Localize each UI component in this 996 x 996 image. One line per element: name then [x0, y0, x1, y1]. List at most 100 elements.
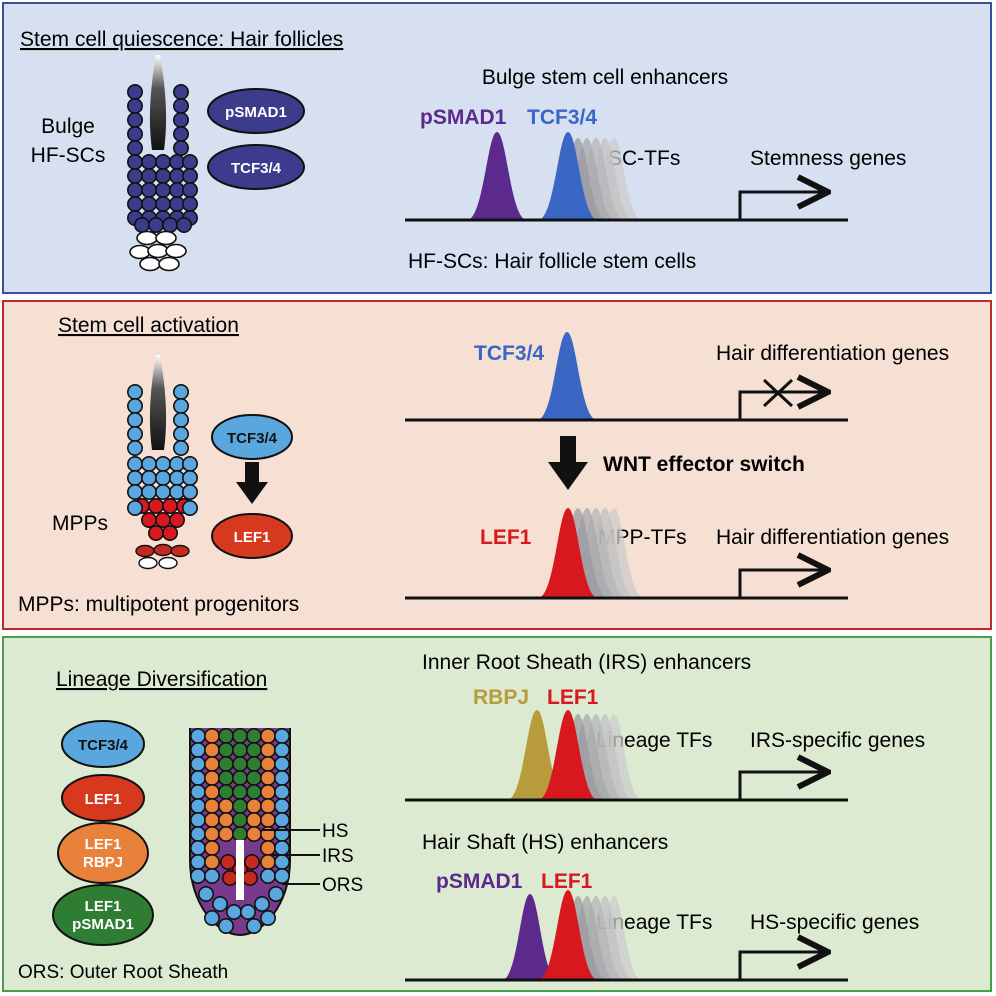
- diversification-title: Lineage Diversification: [56, 668, 267, 691]
- cell: [127, 154, 144, 171]
- peak-tcf34: [537, 332, 597, 420]
- hfsc-label: HF-SCs: [31, 144, 106, 167]
- cell: [204, 769, 221, 786]
- mpp-cell: [148, 524, 165, 541]
- peak-label-tcf34: TCF3/4: [474, 342, 544, 365]
- papilla-cell: [222, 869, 239, 886]
- cell: [246, 783, 263, 800]
- peak-lef1: [538, 710, 598, 800]
- cell: [204, 797, 221, 814]
- cell: [232, 769, 249, 786]
- bulge-cells: [127, 84, 199, 234]
- cell: [246, 769, 263, 786]
- cell: [259, 839, 276, 856]
- cell: [127, 499, 144, 516]
- cell: [141, 182, 158, 199]
- cell: [226, 903, 243, 920]
- hair-shaft-icon: [149, 55, 167, 150]
- panel-diversification: [2, 636, 992, 992]
- cell: [190, 783, 207, 800]
- quiescence-peaks: [467, 132, 642, 220]
- stemness-genes-label: Stemness genes: [750, 147, 906, 170]
- cell: [218, 755, 235, 772]
- wnt-switch-label: WNT effector switch: [603, 453, 805, 476]
- activation-bottom-peaks: [538, 508, 644, 598]
- cell: [218, 811, 235, 828]
- irs-enhancer-title: Inner Root Sheath (IRS) enhancers: [422, 651, 751, 674]
- oval-label: TCF3/4: [231, 160, 282, 177]
- cell: [212, 895, 229, 912]
- hs-lineage-tfs-label: Lineage TFs: [596, 911, 712, 934]
- papilla-cell: [153, 543, 173, 557]
- cell: [232, 825, 249, 842]
- cell: [141, 168, 158, 185]
- cell: [173, 98, 190, 115]
- peak-label-lef1: LEF1: [480, 526, 532, 549]
- peak-tcf34: [538, 132, 598, 220]
- papilla-cell: [244, 853, 261, 870]
- cell: [259, 741, 276, 758]
- ors-footnote: ORS: Outer Root Sheath: [18, 962, 228, 983]
- cell: [155, 196, 172, 213]
- dermal-papilla: [135, 543, 190, 570]
- peak-label-psmad1: pSMAD1: [420, 106, 507, 129]
- cell: [182, 499, 199, 516]
- activation-oval-lef1: LEF1: [211, 513, 293, 559]
- cell: [182, 182, 199, 199]
- cell: [273, 825, 290, 842]
- follicle-activated: [127, 355, 199, 570]
- hair-diff-genes-label: Hair differentiation genes: [716, 342, 949, 365]
- activation-oval-tcf34: TCF3/4: [211, 414, 293, 460]
- cell: [246, 797, 263, 814]
- cell: [127, 483, 144, 500]
- papilla-cell: [135, 544, 155, 558]
- oval-label: TCF3/4: [227, 430, 278, 447]
- cell: [173, 84, 190, 101]
- peak-label-lef1-2: LEF1: [541, 870, 593, 893]
- irs-label: IRS: [322, 846, 354, 867]
- cell: [273, 867, 290, 884]
- oval-label: RBPJ: [83, 854, 123, 871]
- cell: [254, 895, 271, 912]
- cell: [218, 741, 235, 758]
- hair-diff-genes-label-2: Hair differentiation genes: [716, 526, 949, 549]
- cell: [259, 797, 276, 814]
- cell: [127, 112, 144, 129]
- quiescence-oval-tcf34: TCF3/4: [207, 144, 305, 190]
- papilla-cell: [129, 244, 151, 260]
- cell: [204, 909, 221, 926]
- tss-arrow-icon: [738, 570, 828, 598]
- cell: [218, 917, 235, 934]
- tss-arrow-icon: [738, 772, 828, 800]
- dermal-papilla: [129, 230, 187, 272]
- cell: [190, 741, 207, 758]
- hs-enhancer-title: Hair Shaft (HS) enhancers: [422, 831, 668, 854]
- blocked-x-icon: [762, 378, 794, 408]
- follicle-quiescent: [127, 55, 199, 272]
- bulge-enhancer-title: Bulge stem cell enhancers: [482, 66, 728, 89]
- cell: [204, 727, 221, 744]
- mpp-cell: [162, 497, 179, 514]
- cell: [173, 383, 190, 400]
- cell: [182, 455, 199, 472]
- cell: [246, 811, 263, 828]
- cell: [190, 839, 207, 856]
- cell: [155, 483, 172, 500]
- cell: [127, 397, 144, 414]
- ors-label: ORS: [322, 875, 363, 896]
- mpp-cell: [141, 511, 158, 528]
- oval-label: LEF1: [234, 529, 271, 546]
- cell: [182, 168, 199, 185]
- cell: [127, 140, 144, 157]
- cell: [127, 383, 144, 400]
- cell: [134, 217, 151, 234]
- cell: [141, 469, 158, 486]
- papilla-cell: [139, 256, 161, 272]
- cell: [246, 825, 263, 842]
- cell: [173, 411, 190, 428]
- cell: [273, 839, 290, 856]
- cell: [127, 98, 144, 115]
- papilla-cell: [138, 556, 158, 570]
- cell: [246, 727, 263, 744]
- papilla-cell: [136, 230, 158, 246]
